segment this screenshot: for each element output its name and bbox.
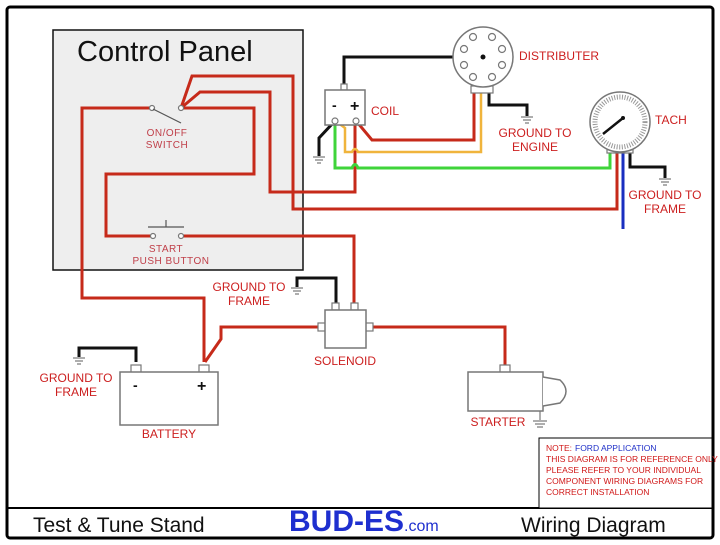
- distributer-ground-line1: GROUND TO: [499, 126, 572, 140]
- solenoid-ground-line2: FRAME: [228, 294, 270, 308]
- note-line: THIS DIAGRAM IS FOR REFERENCE ONLY: [546, 454, 718, 464]
- button-label-line1: START: [149, 244, 183, 255]
- tach: [589, 91, 651, 154]
- note-box: [538, 437, 713, 509]
- starter-label: STARTER: [471, 415, 526, 429]
- solenoid-ground-line1: GROUND TO: [213, 280, 286, 294]
- battery-ground-line1: GROUND TO: [40, 371, 113, 385]
- ground-icon: [73, 357, 85, 365]
- battery-minus-sign: -: [133, 377, 138, 393]
- distributer-ground-line2: ENGINE: [512, 140, 558, 154]
- control-panel: [52, 29, 304, 271]
- starter: [467, 364, 567, 420]
- solenoid-label: SOLENOID: [314, 354, 376, 368]
- battery: [119, 364, 219, 426]
- note-prefix: NOTE:: [546, 443, 572, 453]
- coil-plus-sign: +: [350, 98, 359, 115]
- wire-start-to-solenoid: [181, 234, 356, 304]
- note-line: CORRECT INSTALLATION: [546, 487, 649, 497]
- distributer-label: DISTRIBUTER: [519, 49, 599, 63]
- switch-label-line1: ON/OFF: [147, 128, 188, 139]
- brand-name: BUD-ES: [289, 505, 404, 538]
- wire-solenoid-ground: [295, 276, 338, 304]
- wire-switch-to-battery: [80, 106, 206, 362]
- ground-icon: [521, 116, 533, 124]
- on-off-switch[interactable]: [148, 104, 185, 124]
- wire-tach-ground: [628, 152, 667, 178]
- coil: [324, 83, 366, 126]
- wire-battery-ground: [77, 346, 138, 362]
- note-line: COMPONENT WIRING DIAGRAMS FOR: [546, 476, 703, 486]
- battery-ground-line2: FRAME: [55, 385, 97, 399]
- note-line: PLEASE REFER TO YOUR INDIVIDUAL: [546, 465, 701, 475]
- ground-icon: [659, 178, 671, 186]
- wire-switch-to-coil: [180, 90, 357, 194]
- note-application: FORD APPLICATION: [575, 443, 657, 453]
- control-panel-title: Control Panel: [77, 36, 253, 68]
- wire-coil-to-distributer-black: [342, 55, 483, 88]
- coil-minus-sign: -: [332, 97, 337, 113]
- wire-coil-to-distributer-yellow: [336, 92, 483, 154]
- ground-icon: [313, 156, 325, 164]
- wire-coil-ground: [317, 121, 335, 156]
- wire-coil-to-distributer: [355, 92, 476, 142]
- wire-solenoid-to-starter: [373, 325, 507, 367]
- ground-icon: [291, 287, 303, 295]
- power-wires: [80, 74, 619, 367]
- tach-label: TACH: [655, 113, 687, 127]
- battery-plus-sign: +: [197, 378, 206, 395]
- tach-ground-line2: FRAME: [644, 202, 686, 216]
- button-label-line2: PUSH BUTTON: [133, 256, 210, 267]
- coil-label: COIL: [371, 104, 399, 118]
- wire-distributer-ground: [487, 92, 529, 116]
- footer-left-title: Test & Tune Stand: [33, 514, 205, 537]
- footer-brand[interactable]: BUD-ES.com: [289, 505, 439, 538]
- wire-switch-to-tach: [179, 74, 619, 211]
- wire-battery-to-solenoid: [203, 325, 319, 363]
- wire-coil-to-tach-green: [333, 122, 612, 170]
- footer-right-title: Wiring Diagram: [521, 514, 666, 537]
- solenoid: [317, 302, 374, 349]
- switch-label-line2: SWITCH: [146, 140, 188, 151]
- battery-label: BATTERY: [142, 427, 196, 441]
- brand-suffix: .com: [404, 518, 439, 535]
- distributer: [452, 26, 514, 94]
- ground-icon: [533, 420, 547, 428]
- wire-switch-to-start-button: [104, 106, 256, 238]
- tach-ground-line1: GROUND TO: [629, 188, 702, 202]
- start-push-button[interactable]: [148, 220, 185, 240]
